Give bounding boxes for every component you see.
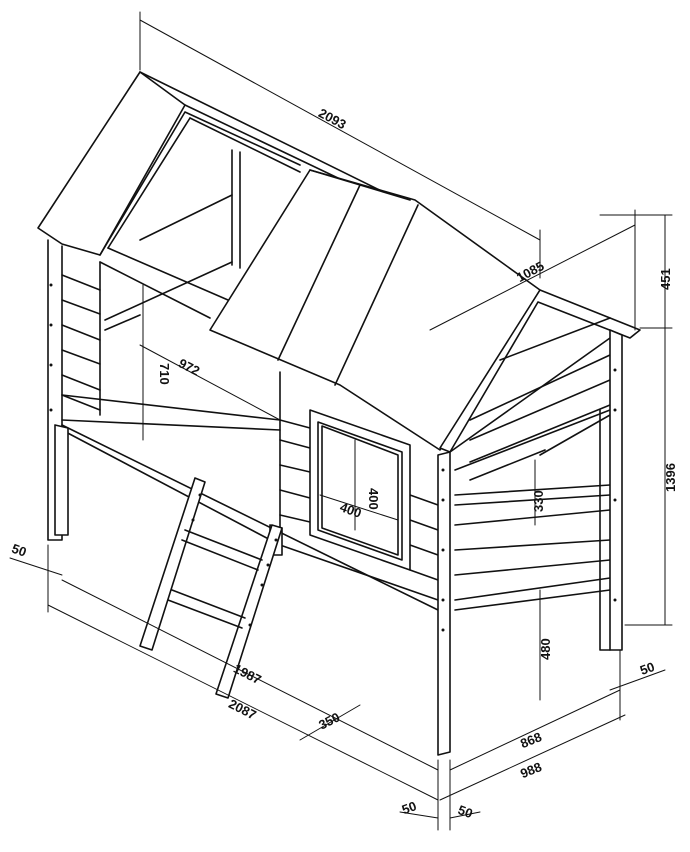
- front-wall: [61, 371, 439, 611]
- dim-bottom-length: 2087: [226, 696, 259, 722]
- dim-roof-height: 451: [658, 268, 673, 290]
- roof-gable: [439, 289, 641, 453]
- dim-clearance-height: 480: [538, 638, 553, 660]
- dim-left-post: 50: [10, 541, 29, 560]
- back-wall: [47, 149, 281, 541]
- dim-top-length: 2093: [316, 105, 349, 132]
- dim-inner-height: 710: [157, 363, 172, 385]
- roof-front-panel: [209, 169, 541, 451]
- dim-inner-width: 868: [518, 729, 544, 751]
- ladder: [139, 477, 283, 699]
- dim-ladder-width: 350: [316, 709, 342, 732]
- right-gable-wall: [449, 317, 611, 611]
- dim-body-height: 1396: [663, 463, 678, 492]
- posts: [54, 329, 623, 756]
- roof-left-slope: [37, 71, 411, 319]
- window: [309, 409, 411, 571]
- dim-top-depth: 1085: [514, 258, 547, 285]
- bolt-holes: [49, 283, 617, 632]
- dimension-labels: 2093 1085 451 1396 50 1987 2087 350 868 …: [10, 105, 678, 821]
- dim-right-post: 50: [638, 659, 657, 678]
- dim-front-length: 1987: [231, 661, 264, 687]
- dim-front-post: 50: [400, 798, 419, 817]
- dim-rail-height: 330: [531, 490, 546, 512]
- dim-window-width: 400: [338, 499, 364, 521]
- dimension-lines: [9, 11, 673, 831]
- dim-side-post: 50: [456, 802, 475, 821]
- dim-window-height: 400: [366, 488, 381, 510]
- dim-inner-length: 972: [176, 355, 202, 378]
